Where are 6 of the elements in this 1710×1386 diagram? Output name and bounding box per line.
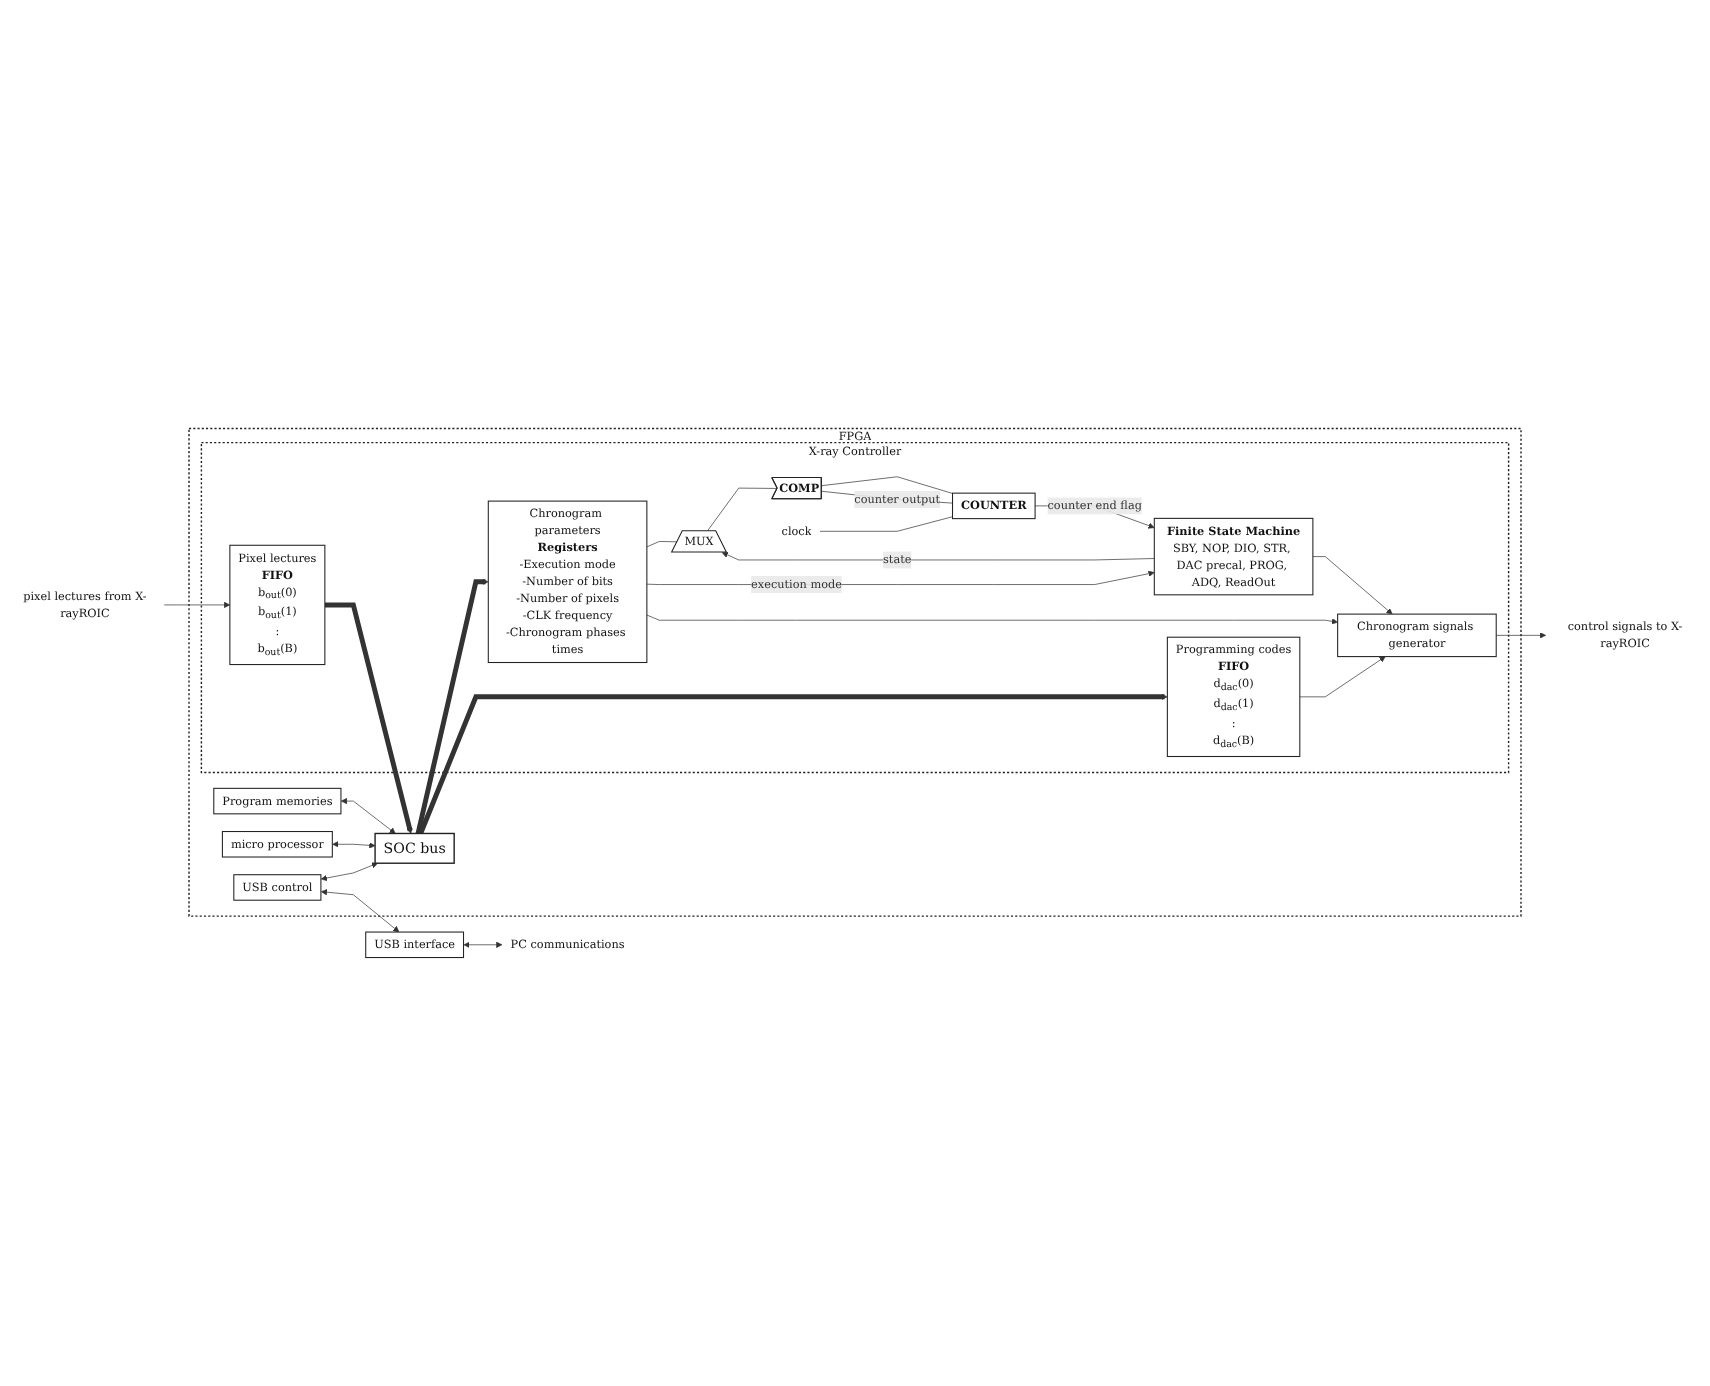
connector xyxy=(646,541,678,548)
arrow xyxy=(418,693,1168,835)
connector xyxy=(821,476,953,494)
arrow xyxy=(415,578,489,835)
connector xyxy=(819,516,953,532)
connector xyxy=(706,487,778,532)
